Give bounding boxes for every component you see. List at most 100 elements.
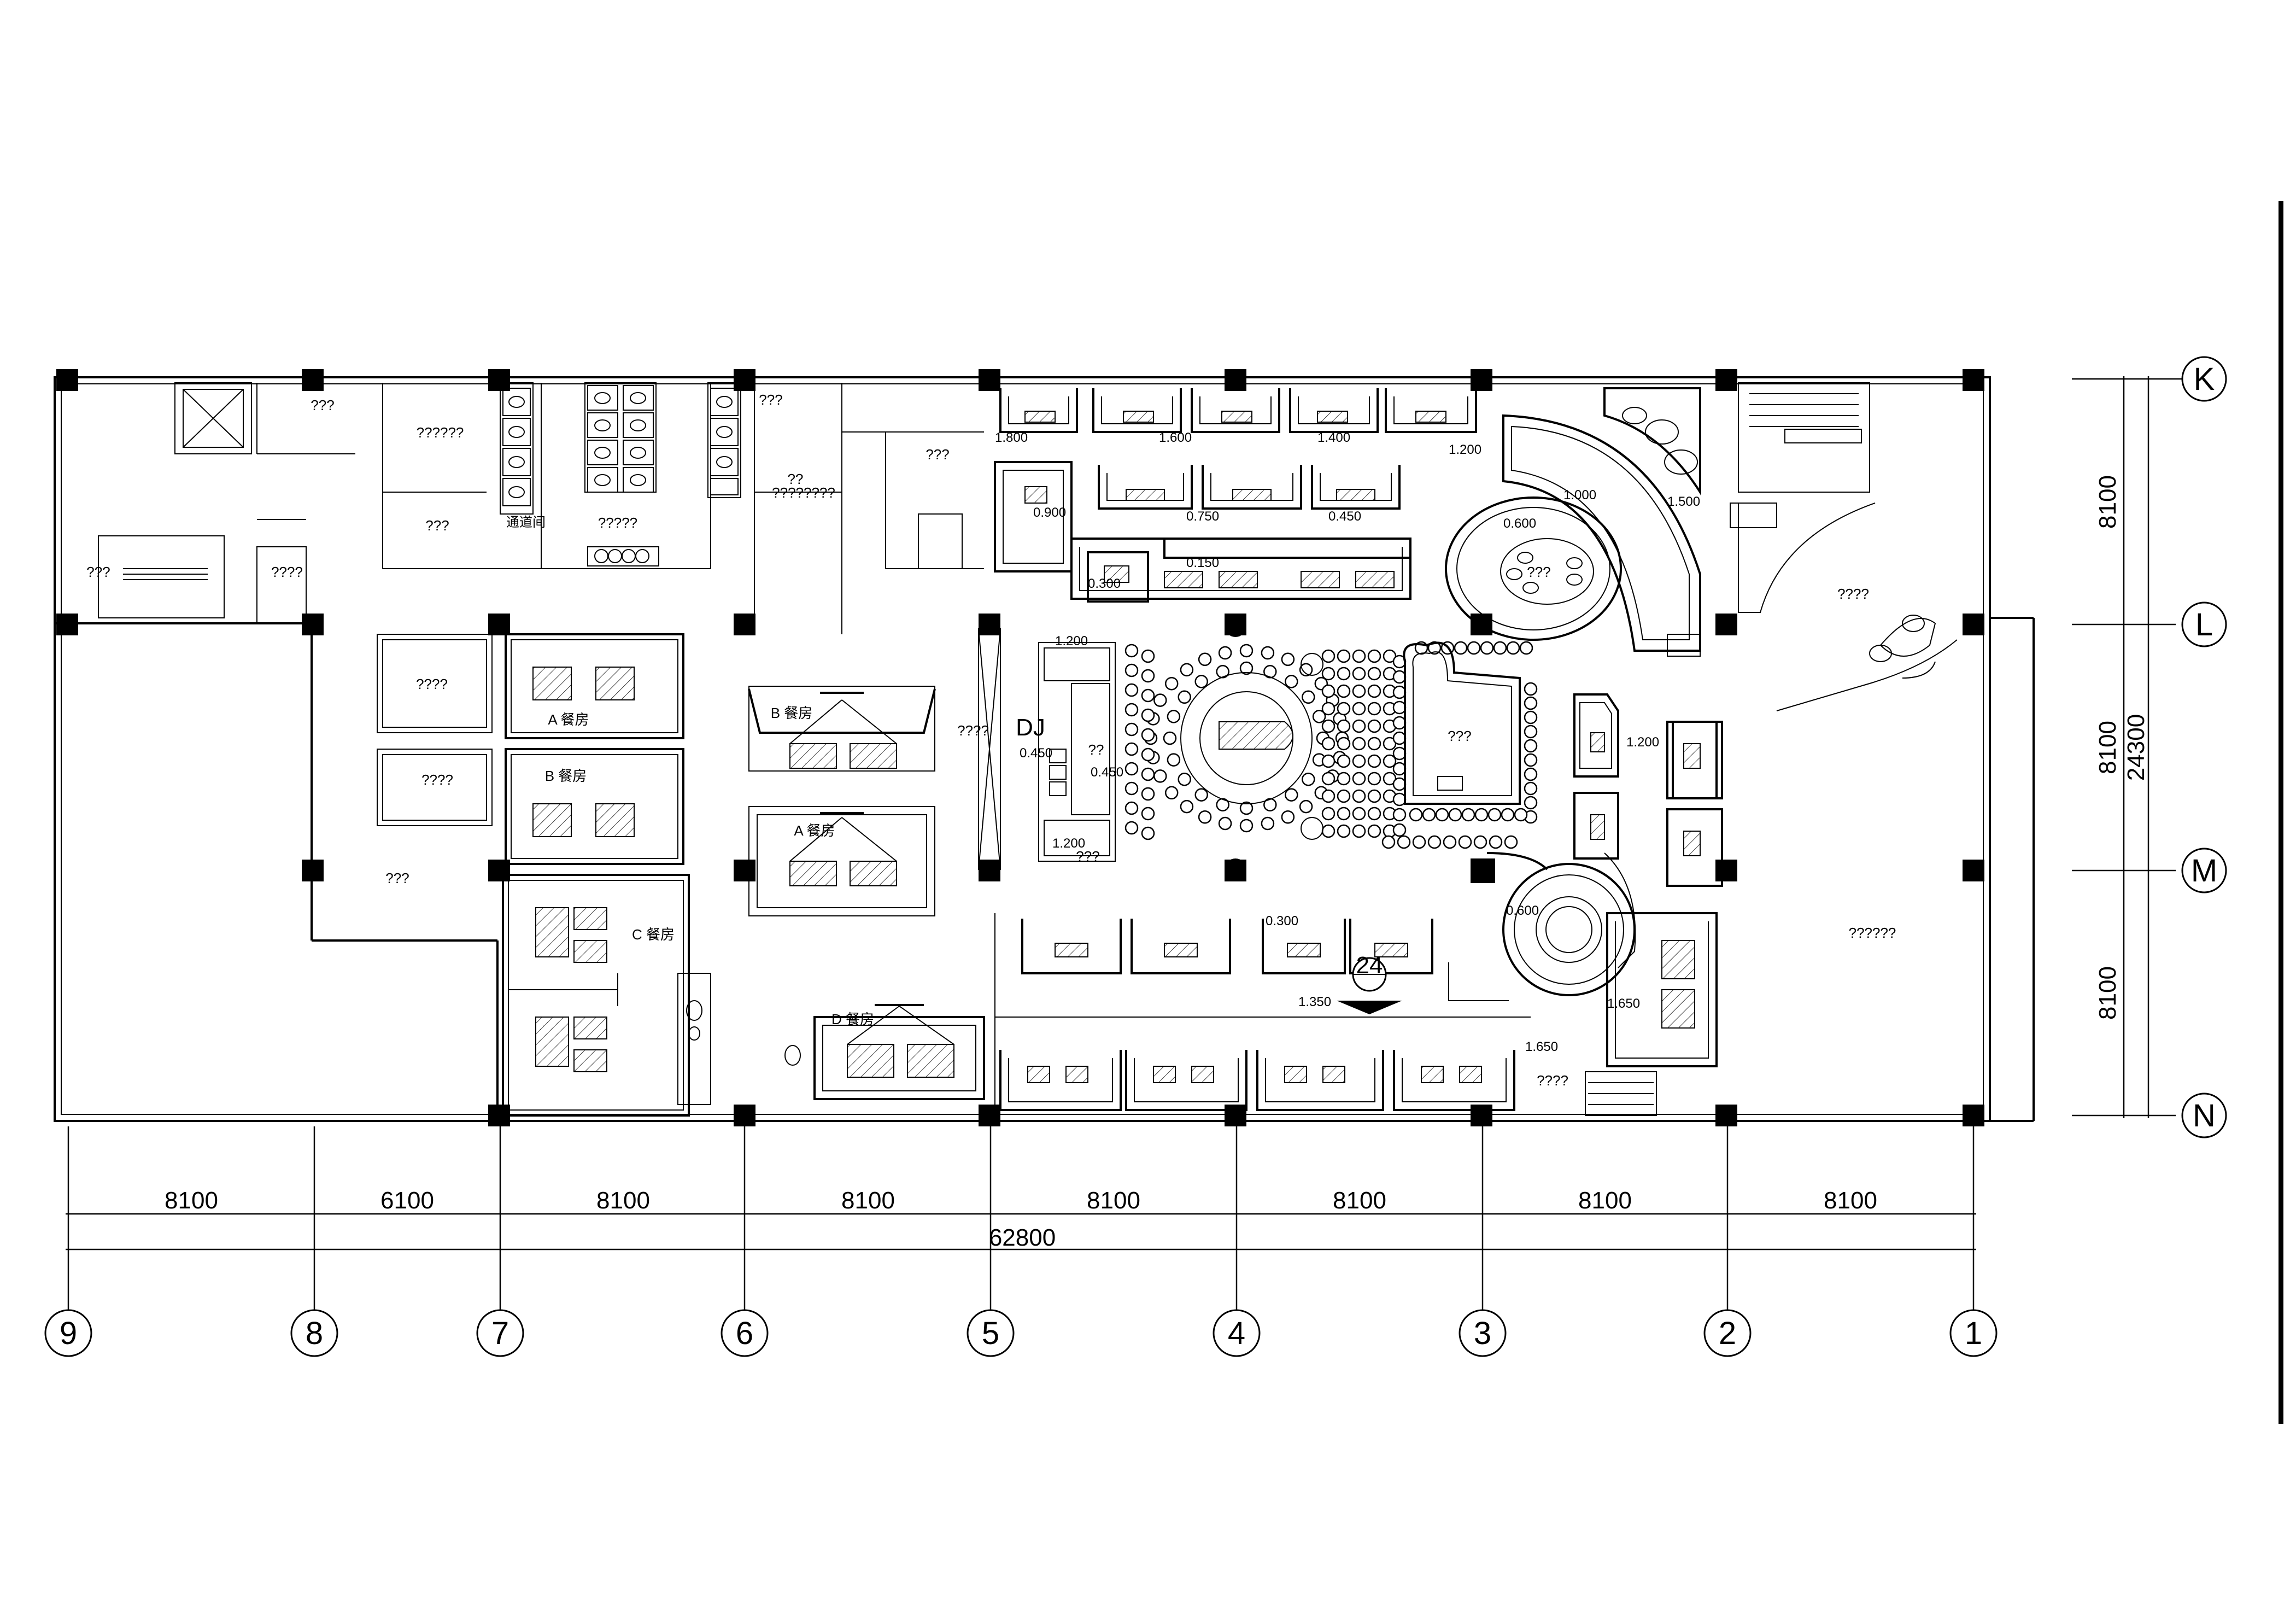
room-label-a2: A 餐房 [794,822,835,839]
dance-floor-seat [1321,667,1336,681]
level-mark: 1.200 [1626,735,1659,750]
dance-floor-seat [1302,690,1315,704]
room-labels: ??? ?????? ??? ????? ??? ???? ??? ??????… [86,392,1896,1089]
level-mark: 0.450 [1091,765,1123,780]
dance-floor-seat [1239,801,1254,815]
dance-floor-seat [1392,808,1407,822]
dance-floor-seat [1124,762,1139,776]
dance-floor-seat [1448,808,1462,822]
grid-label: 4 [1228,1316,1245,1351]
dance-floor-seat [1467,641,1481,655]
dance-floor-seat [1489,835,1503,849]
room-label: ??? [1527,564,1550,580]
room-label-b1: B 餐房 [545,768,587,784]
dance-floor-seat [1141,708,1155,722]
dance-floor-seat [1381,835,1396,849]
dance-floor-seat [1141,767,1155,781]
right-dimension-lines: 8100 8100 8100 24300 [2072,376,2176,1118]
dance-floor-seat [1194,675,1208,688]
dim-span: 8100 [2094,721,2121,774]
dance-floor-seat [1180,799,1194,814]
dance-floor-seat [1392,746,1407,761]
level-mark: 1.200 [1449,442,1481,457]
room-label: ??? [425,517,449,534]
room-label-b2: B 餐房 [771,705,813,721]
room-label: ???? [271,564,303,580]
grid-label: 2 [1719,1316,1736,1351]
room-label: ???? [1537,1072,1568,1089]
dance-floor-seat [1141,728,1155,742]
dance-floor-seat [1474,808,1489,822]
dance-floor-seat [1124,683,1139,697]
dance-floor-seat [1519,641,1533,655]
dance-floor-seat [1299,799,1313,814]
grid-label: 8 [306,1316,323,1351]
dance-floor-seat [1153,693,1167,707]
dim-total: 62800 [989,1224,1056,1251]
dance-floor-seat [1302,772,1315,786]
room-label: ?????? [417,424,464,441]
dance-floor-seat [1392,792,1407,807]
dance-floor-seat [1435,808,1449,822]
dance-floor-seat [1524,710,1538,725]
dance-floor-seat [1524,696,1538,710]
dance-floor-seat [1281,652,1295,667]
dance-floor-seat [1124,644,1139,658]
dance-floor-seat [1392,731,1407,745]
dance-floor-seat [1312,710,1326,723]
dance-floor-seat [1321,754,1336,768]
dance-floor-seat [1124,821,1139,835]
dance-floor-seat [1263,798,1277,811]
curved-lounge [1445,387,1701,657]
dance-floor-seat [1367,649,1381,663]
dance-floor-seat [1124,742,1139,756]
dance-floor-seat [1141,669,1155,683]
level-mark: 1.600 [1159,430,1192,445]
dance-floor-seat [1487,808,1502,822]
room-label: ???? [416,676,448,692]
page-edge-bar [2279,201,2283,1424]
dance-floor-seat [1218,816,1232,831]
dance-floor-seat [1239,644,1254,658]
grid-label: L [2195,607,2213,642]
level-mark: 0.900 [1033,505,1066,520]
dance-floor-seat [1367,702,1381,716]
level-mark: 0.600 [1503,516,1536,531]
dance-floor-seat [1163,731,1177,745]
dance-floor-seat [1321,807,1336,821]
room-label: ?????? [1849,925,1896,941]
dim-span: 8100 [2094,966,2121,1020]
dance-floor-seat [1367,667,1381,681]
room-label-washroom: 通道间 [506,515,546,530]
dance-floor-seat [1392,670,1407,684]
level-mark: 1.400 [1317,430,1350,445]
level-mark: 0.450 [1020,746,1052,761]
dance-floor-seat [1506,641,1520,655]
dance-floor-seat [1352,754,1366,768]
dance-floor-seat [1180,663,1194,677]
dance-floor-seat [1141,826,1155,840]
dance-floor-seat [1352,824,1366,838]
dance-floor-seat [1352,789,1366,803]
dance-floor-seating [1124,641,1538,849]
dance-floor-seat [1524,796,1538,810]
dance-floor-seat [1216,665,1229,679]
dance-floor-seat [1337,737,1351,751]
dance-floor-seat [1352,807,1366,821]
room-label: ??? [1448,728,1471,744]
room-label: ?? [1088,741,1104,758]
dance-floor-seat [1337,649,1351,663]
dance-floor-seat [1412,835,1426,849]
dance-floor-seat [1458,835,1472,849]
private-rooms-cd [502,874,985,1117]
left-wing [98,382,984,634]
dance-floor-seat [1285,675,1298,688]
dance-floor-seat [1352,667,1366,681]
dance-floor-seat [1383,754,1397,768]
room-label: ??? [86,564,110,580]
dance-floor-seat [1124,703,1139,717]
dance-floor-seat [1524,753,1538,767]
dance-floor-seat [1524,781,1538,796]
dim-span: 8100 [1578,1187,1632,1214]
